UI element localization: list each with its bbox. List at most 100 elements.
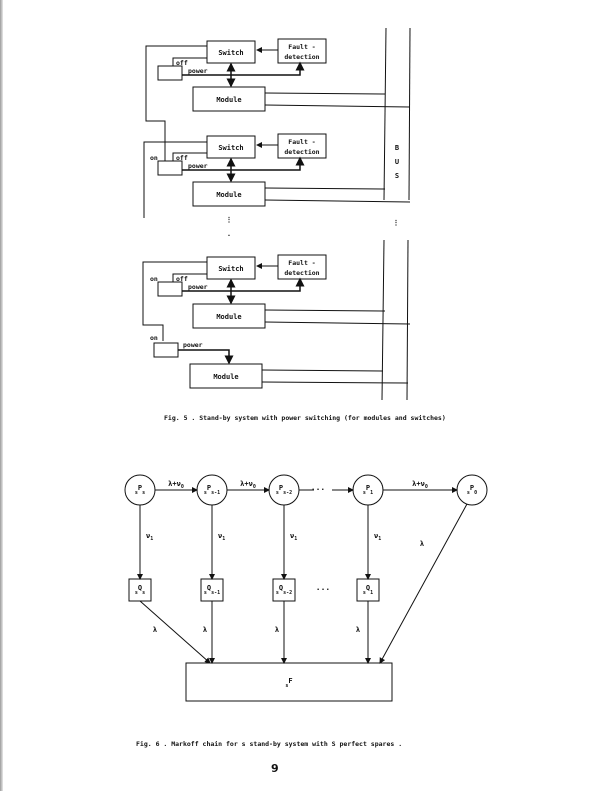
off-label: off <box>176 154 188 162</box>
state-var: Q <box>138 584 142 592</box>
control-loop <box>142 261 207 341</box>
lambda-label: λ <box>356 626 360 634</box>
module-label: Module <box>213 373 238 381</box>
module-bus-line <box>261 369 384 372</box>
fault-label: Fault - <box>288 138 315 146</box>
lambda-transition <box>379 503 468 664</box>
power-line <box>182 156 305 171</box>
state-label: sP1 <box>363 484 373 496</box>
off-label: off <box>176 275 188 283</box>
on-label: on <box>150 275 158 283</box>
rate-sub: 1 <box>222 536 225 542</box>
rate-label: λ+ν0 <box>168 480 184 490</box>
state-label: sPs-1 <box>204 484 220 496</box>
state-sub: s <box>142 490 145 496</box>
rate: λ+ν <box>168 480 181 488</box>
ellipsis-dot: · <box>227 232 231 240</box>
fault-label: detection <box>284 269 319 277</box>
rate: ν <box>146 532 150 540</box>
bus-line-right-lower <box>406 239 409 401</box>
lambda-transition <box>139 600 211 664</box>
module-label: Module <box>216 313 241 321</box>
state-var: Q <box>279 584 283 592</box>
rate-label: ν1 <box>290 532 297 542</box>
rate-label: λ+ν0 <box>412 480 428 490</box>
state-var: P <box>207 484 211 492</box>
power-switch-box <box>157 160 183 176</box>
lambda-label: λ <box>275 626 279 634</box>
state-var: P <box>138 484 142 492</box>
rate-sub: 0 <box>181 484 184 490</box>
rate-sub: 0 <box>253 484 256 490</box>
state-label: sPs <box>135 484 145 496</box>
power-line <box>178 349 234 365</box>
power-label: power <box>188 162 208 170</box>
on-label: on <box>150 154 158 162</box>
module-bus-line <box>264 309 386 312</box>
q-ellipsis: ··· <box>316 585 330 594</box>
state-sub: s-1 <box>211 490 220 496</box>
power-label: power <box>183 341 203 349</box>
state-prefix: s <box>363 590 366 596</box>
chain-ellipsis: ··· <box>311 485 325 494</box>
state-sub: 0 <box>474 490 477 496</box>
state-var: P <box>470 484 474 492</box>
ellipsis-dots: ⋮ <box>226 216 233 224</box>
module-box <box>192 181 266 207</box>
off-label: off <box>176 59 188 67</box>
state-prefix: s <box>276 490 279 496</box>
rate-label: λ+ν0 <box>240 480 256 490</box>
on-label: on <box>150 334 158 342</box>
off-line <box>172 152 207 161</box>
bus-line-left-lower <box>381 239 385 401</box>
state-prefix: s <box>135 590 138 596</box>
q-state-label: sQs <box>135 584 145 596</box>
state-sub: s <box>142 590 145 596</box>
rate-label: ν1 <box>374 532 381 542</box>
module-label: Module <box>216 191 241 199</box>
power-switch-box <box>157 65 183 81</box>
state-label: sPs-2 <box>276 484 292 496</box>
bus-line-right <box>408 27 411 201</box>
q-state-label: sQs-2 <box>276 584 292 596</box>
control-loop <box>143 141 207 218</box>
state-var: P <box>279 484 283 492</box>
lambda-label: λ <box>203 626 207 634</box>
state-sub: s-2 <box>283 590 292 596</box>
module-bus-line <box>264 104 411 108</box>
rate-sub: 1 <box>294 536 297 542</box>
control-loop <box>145 45 207 161</box>
module-box <box>189 363 263 389</box>
rate-sub: 1 <box>378 536 381 542</box>
state-label: sP0 <box>467 484 477 496</box>
module-box <box>192 86 266 112</box>
bus-line-left <box>383 27 387 201</box>
rate: ν <box>374 532 378 540</box>
state-var: F <box>288 677 292 685</box>
module-bus-line <box>264 321 411 325</box>
state-prefix: s <box>363 490 366 496</box>
rate-label: ν1 <box>218 532 225 542</box>
fault-label: detection <box>284 148 319 156</box>
state-sub: 1 <box>370 490 373 496</box>
state-prefix: s <box>285 683 288 689</box>
fault-label: detection <box>284 53 319 61</box>
off-line <box>172 57 207 66</box>
rate-sub: 1 <box>150 536 153 542</box>
power-label: power <box>188 283 208 291</box>
rate: λ+ν <box>240 480 253 488</box>
state-var: Q <box>366 584 370 592</box>
lambda-label: λ <box>153 626 157 634</box>
state-prefix: s <box>276 590 279 596</box>
rate: λ+ν <box>412 480 425 488</box>
page-number: 9 <box>271 762 279 775</box>
off-line <box>172 273 207 282</box>
lambda-label: λ <box>420 540 424 548</box>
q-state-label: sQs-1 <box>204 584 220 596</box>
fault-label: Fault - <box>288 259 315 267</box>
module-label: Module <box>216 96 241 104</box>
power-switch-box <box>157 281 183 297</box>
module-bus-line <box>264 199 411 203</box>
figure-6-caption: Fig. 6 . Markoff chain for s stand-by sy… <box>136 740 403 748</box>
